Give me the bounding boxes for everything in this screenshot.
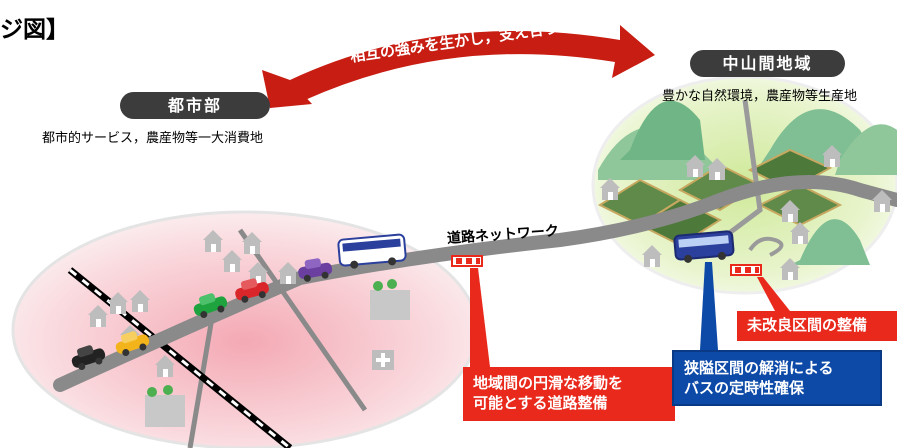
mutual-support-arrow [262,25,655,108]
callout-unimproved-section: 未改良区間の整備 [737,311,897,341]
urban-description: 都市的サービス，農産物等一大消費地 [42,131,264,146]
callout-leader-blue [700,262,718,350]
page-title-fragment: ジ図】 [0,17,69,43]
rural-label: 中山間地域 [690,50,845,77]
callout-bus-punctuality: 狭隘区間の解消による バスの定時性確保 [672,350,882,406]
road-network [53,175,897,392]
callout-line: バスの定時性確保 [684,379,805,397]
unimproved-section-marker [730,264,762,276]
bus-rural [673,230,735,263]
callout-smooth-travel: 地域間の円滑な移動を 可能とする道路整備 [463,367,675,421]
rice-paddies [597,148,843,247]
urban-label: 都市部 [120,92,270,119]
urban-buildings [145,279,410,427]
callout-line: 狭隘区間の解消による [684,359,834,377]
rural-branch-road [748,236,784,257]
railway [67,267,293,448]
rural-branch-road [718,99,763,242]
bus-urban [337,233,407,269]
cars [71,258,333,371]
callout-line: 可能とする道路整備 [473,394,608,412]
callout-leaders [470,268,790,367]
callout-line: 地域間の円滑な移動を [473,374,624,392]
rural-description: 豊かな自然環境，農産物等生産地 [662,89,858,104]
road-improvement-marker [451,255,483,267]
urban-side-road [237,228,368,412]
